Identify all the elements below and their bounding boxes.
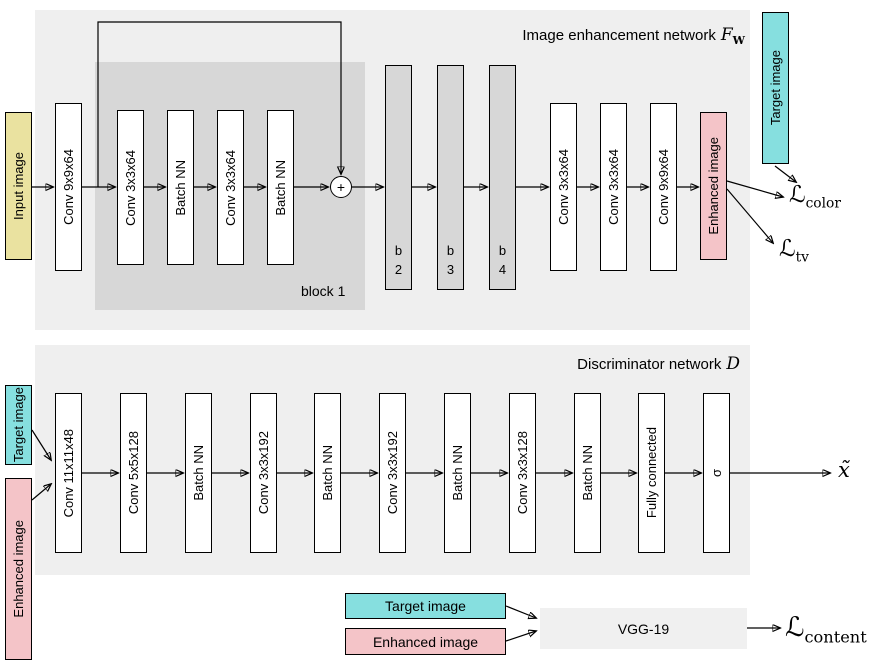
enhanced-image-label: Enhanced image <box>372 633 479 650</box>
content-target-image-box: Target image <box>345 593 506 619</box>
loss-color-symbol: ℒ <box>789 182 806 208</box>
disc-layer-sigmoid: σ <box>703 393 730 553</box>
block-2-label: b 2 <box>394 243 403 278</box>
target-image-label: Target image <box>11 387 26 463</box>
layer-label: Batch NN <box>191 445 206 501</box>
layer-label: Conv 3x3x64 <box>556 149 571 225</box>
loss-color-subscript: color <box>805 195 841 212</box>
enhancement-title-text: Image enhancement network <box>522 27 716 44</box>
layer-label: Conv 3x3x128 <box>515 431 530 515</box>
layer-label: Conv 3x3x64 <box>606 149 621 225</box>
block-4-box: b 4 <box>489 65 516 290</box>
layer-label: Conv 9x9x64 <box>656 149 671 225</box>
conv-9x9x64-input-layer: Conv 9x9x64 <box>55 103 82 271</box>
layer-label: Conv 3x3x64 <box>223 149 238 226</box>
input-image-box: Input image <box>5 112 32 260</box>
conv-9x9x64-out-layer: Conv 9x9x64 <box>650 103 677 271</box>
layer-label: Batch NN <box>580 445 595 501</box>
loss-tv-subscript: tv <box>795 249 809 266</box>
discriminator-enhanced-image-box: Enhanced image <box>5 478 32 660</box>
block-3-label: b 3 <box>446 243 455 278</box>
block-2-box: b 2 <box>385 65 412 290</box>
discriminator-title-symbol: D <box>726 354 740 374</box>
disc-layer-conv-3x3x128: Conv 3x3x128 <box>509 393 536 553</box>
conv-3x3x64-out-layer-2: Conv 3x3x64 <box>600 103 627 271</box>
loss-color: ℒcolor <box>789 184 841 211</box>
disc-layer-batch-nn-3: Batch NN <box>444 393 471 553</box>
discriminator-target-image-box: Target image <box>5 385 32 465</box>
disc-layer-conv-11x11x48: Conv 11x11x48 <box>55 393 82 553</box>
layer-label: Batch NN <box>450 445 465 501</box>
vgg-19-label: VGG-19 <box>617 620 670 637</box>
layer-label: Conv 9x9x64 <box>61 149 76 225</box>
enhanced-image-label: Enhanced image <box>706 137 721 235</box>
block1-conv-3x3x64-a: Conv 3x3x64 <box>117 110 144 265</box>
conv-3x3x64-out-layer-1: Conv 3x3x64 <box>550 103 577 271</box>
loss-tv: ℒtv <box>779 238 809 265</box>
block1-conv-3x3x64-b: Conv 3x3x64 <box>217 110 244 265</box>
block1-batch-nn-a: Batch NN <box>167 110 194 265</box>
layer-label: Conv 5x5x128 <box>126 431 141 515</box>
loss-tv-symbol: ℒ <box>779 236 796 262</box>
layer-label: Batch NN <box>273 159 288 216</box>
block-1-caption: block 1 <box>301 283 346 299</box>
loss-content-subscript: content <box>804 627 867 647</box>
plus-icon: + <box>336 179 346 195</box>
disc-layer-fully-connected: Fully connected <box>638 393 665 553</box>
enhanced-image-label: Enhanced image <box>11 520 26 618</box>
loss-content: ℒcontent <box>785 614 867 646</box>
enhanced-image-box: Enhanced image <box>700 112 727 260</box>
vgg-19-box: VGG-19 <box>540 608 747 649</box>
loss-content-symbol: ℒ <box>785 612 805 643</box>
layer-label: Conv 3x3x192 <box>256 431 271 515</box>
disc-layer-conv-3x3x192-b: Conv 3x3x192 <box>379 393 406 553</box>
target-image-label: Target image <box>768 50 783 126</box>
target-image-label: Target image <box>385 598 466 614</box>
content-enhanced-image-box: Enhanced image <box>345 628 506 655</box>
disc-layer-conv-5x5x128: Conv 5x5x128 <box>120 393 147 553</box>
sigma-label: σ <box>709 468 724 478</box>
discriminator-title-text: Discriminator network <box>577 356 722 373</box>
disc-layer-batch-nn-4: Batch NN <box>574 393 601 553</box>
block1-batch-nn-b: Batch NN <box>267 110 294 265</box>
disc-layer-conv-3x3x192-a: Conv 3x3x192 <box>250 393 277 553</box>
block-4-label: b 4 <box>498 243 507 278</box>
layer-label: Conv 3x3x64 <box>123 149 138 226</box>
residual-sum-node: + <box>330 176 352 198</box>
disc-layer-batch-nn-1: Batch NN <box>185 393 212 553</box>
discriminator-output: x̃ <box>838 458 850 482</box>
disc-layer-batch-nn-2: Batch NN <box>314 393 341 553</box>
layer-label: Batch NN <box>320 445 335 501</box>
input-image-label: Input image <box>11 152 26 220</box>
layer-label: Conv 11x11x48 <box>61 428 76 518</box>
enhancement-title-symbol: F <box>720 25 733 45</box>
layer-label: Conv 3x3x192 <box>385 431 400 515</box>
block-3-box: b 3 <box>437 65 464 290</box>
target-image-box-top: Target image <box>762 12 789 164</box>
enhancement-title-symbol-subscript: W <box>732 34 745 47</box>
layer-label: Fully connected <box>644 427 659 519</box>
layer-label: Batch NN <box>173 159 188 216</box>
